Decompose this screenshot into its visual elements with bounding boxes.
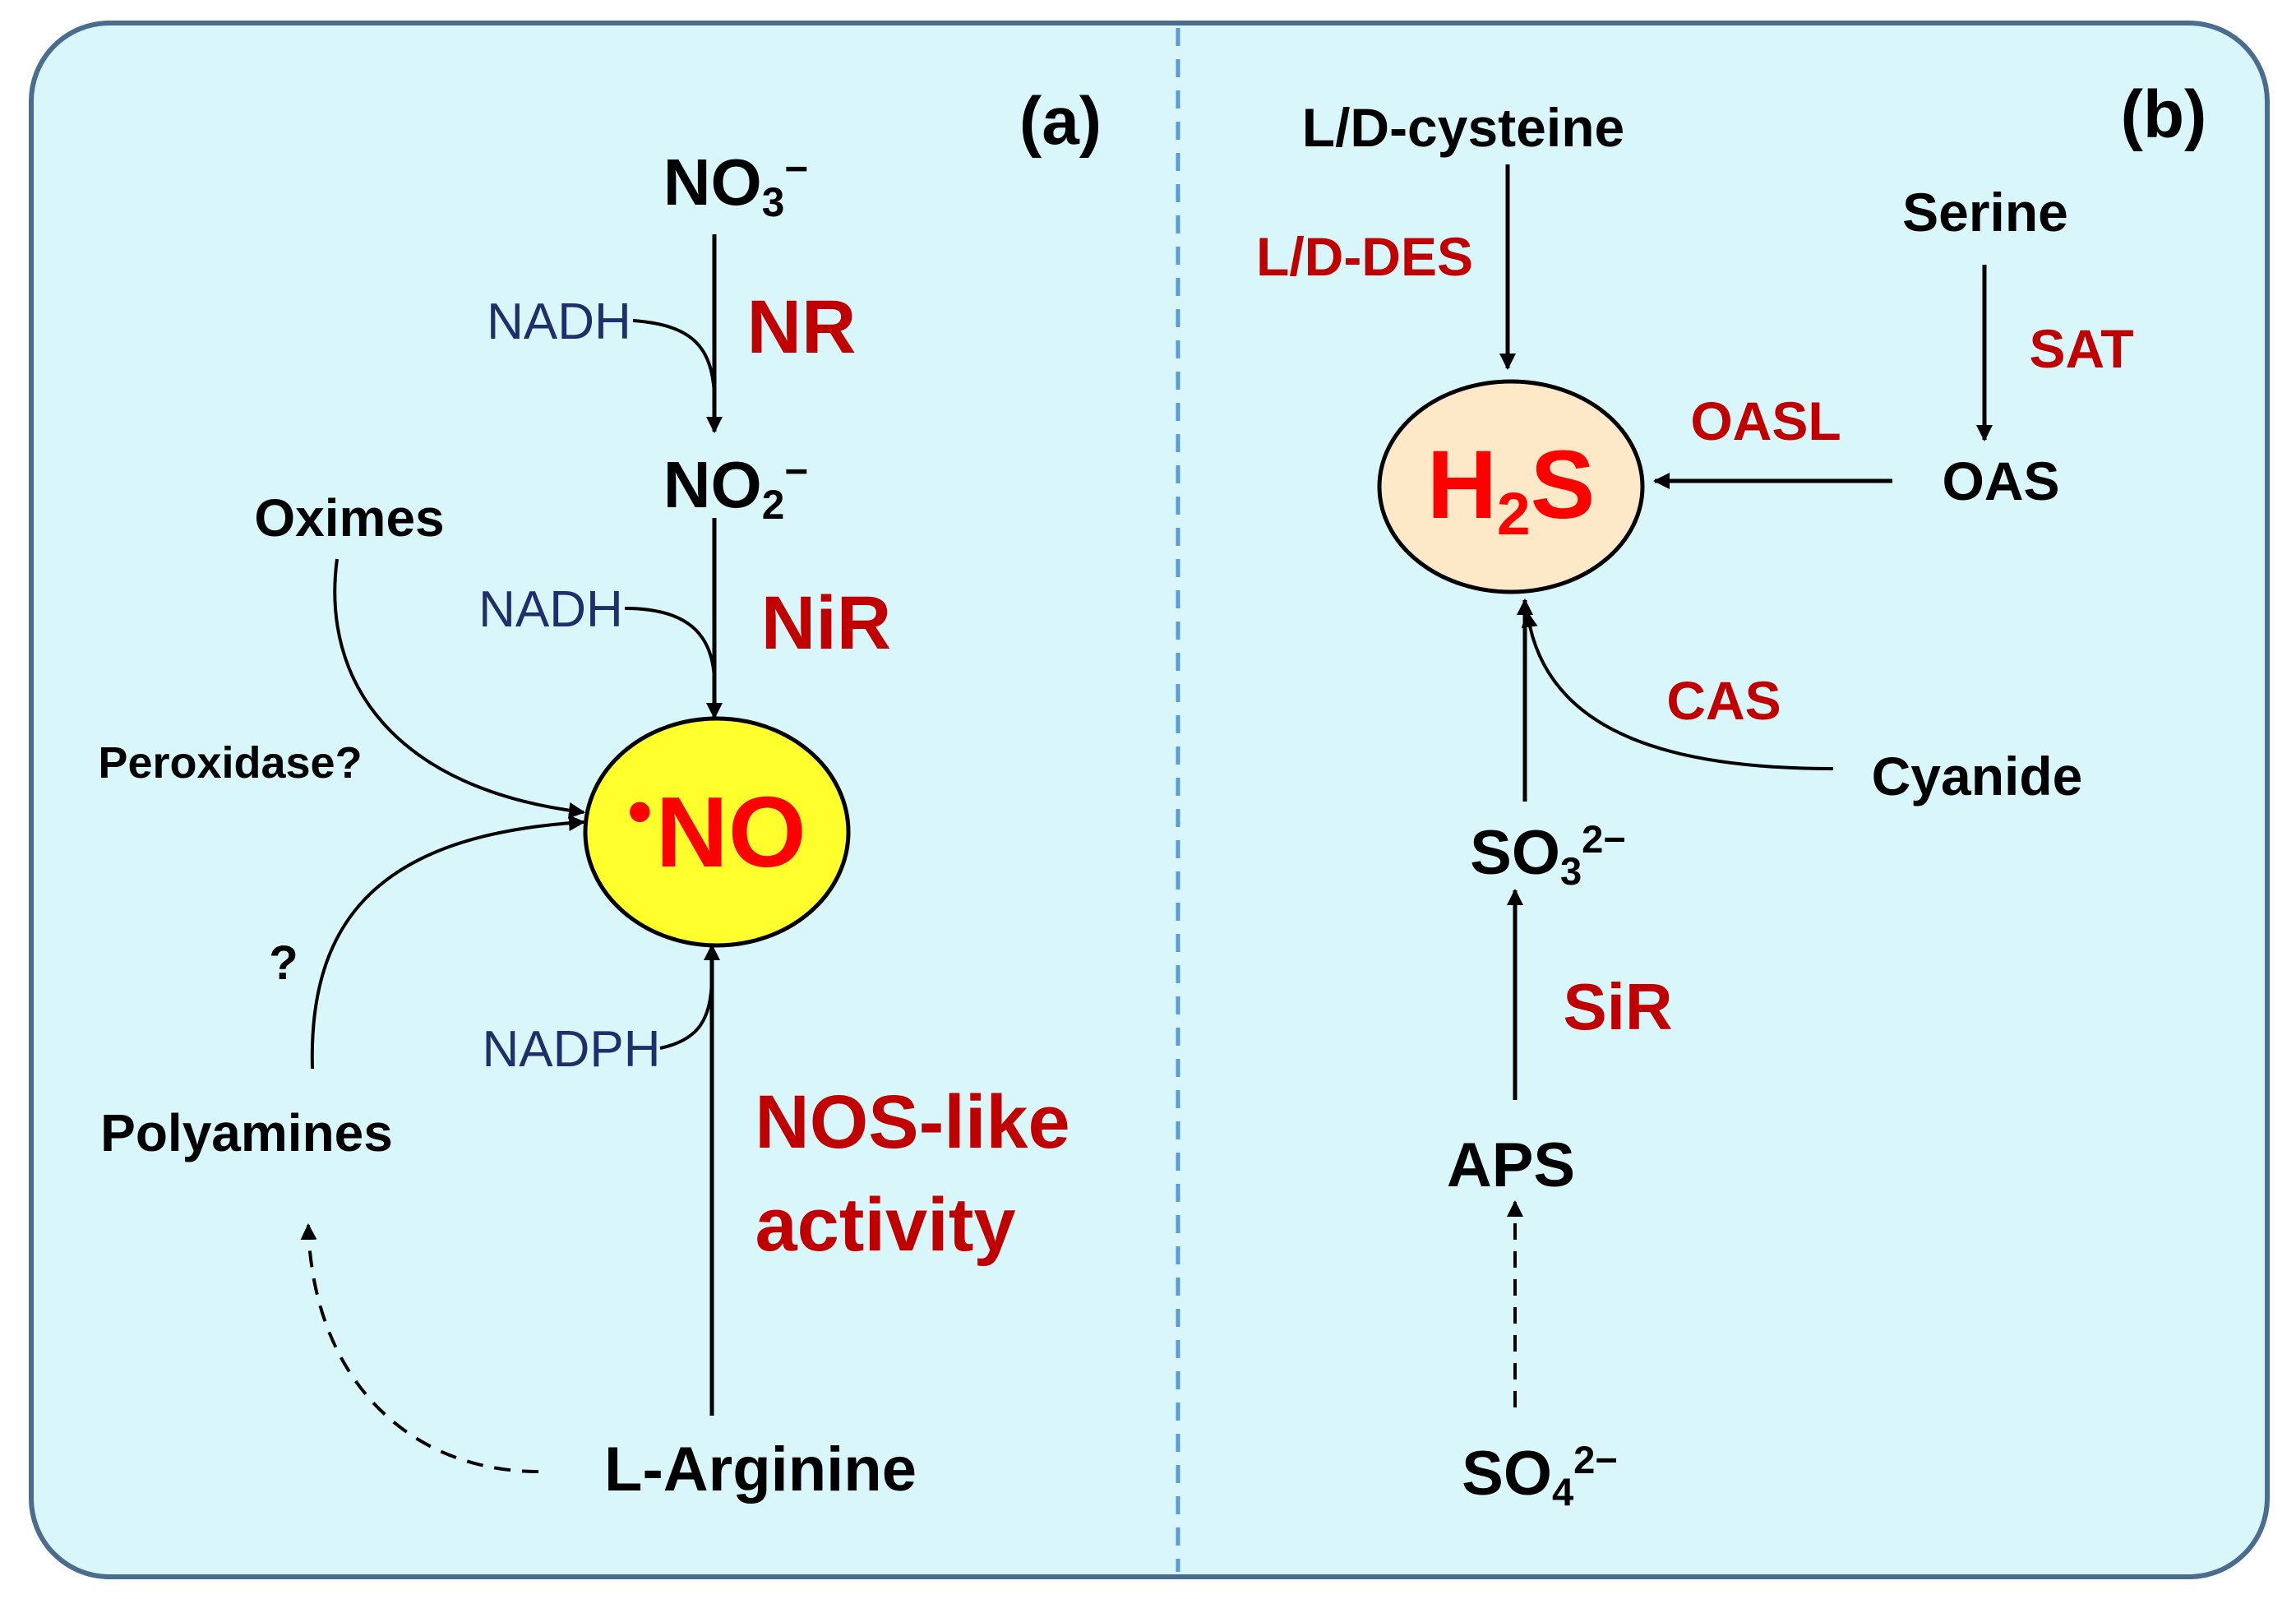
hydrogen-sulfide-label: H2S <box>1426 431 1596 548</box>
panel-background <box>29 21 2270 1579</box>
oas-label: OAS <box>1942 451 2060 511</box>
peroxidase-label: Peroxidase? <box>98 738 363 788</box>
sat-enzyme-label: SAT <box>2029 318 2134 379</box>
nadh-cofactor-1: NADH <box>487 293 631 350</box>
aps-label: APS <box>1446 1130 1576 1200</box>
l-arginine-label: L-Arginine <box>604 1435 917 1504</box>
nitrate-label: NO3− <box>663 145 809 225</box>
no-ellipse <box>583 716 851 948</box>
arrow-nadph-to-nos <box>659 977 714 1050</box>
arrow-nadh-to-nir <box>624 607 716 679</box>
nadph-cofactor: NADPH <box>482 1021 661 1078</box>
nos-like-activity-label-line2: activity <box>755 1183 1016 1267</box>
nos-like-activity-label: NOS-like <box>755 1080 1070 1164</box>
oximes-label: Oximes <box>254 488 445 548</box>
nitrite-label: NO2− <box>663 447 809 528</box>
unknown-pathway-mark: ? <box>269 936 298 990</box>
sulfate-label: SO42− <box>1462 1438 1618 1514</box>
des-enzyme-label: L/D-DES <box>1256 226 1473 287</box>
nadh-cofactor-2: NADH <box>478 581 623 638</box>
arrow-nadh-to-nr <box>632 319 716 395</box>
nr-enzyme-label: NR <box>746 285 857 369</box>
polyamines-label: Polyamines <box>100 1103 393 1162</box>
arrow-polyamines-to-no <box>310 815 585 1070</box>
arrow-cyanide-to-h2s <box>1521 611 1834 770</box>
cysteine-label: L/D-cysteine <box>1301 97 1625 158</box>
nitric-oxide-label: •NO <box>627 772 806 888</box>
serine-label: Serine <box>1902 182 2068 243</box>
arrow-oximes-to-no <box>333 558 585 819</box>
arrow-arginine-to-polyamines <box>300 1223 539 1473</box>
cas-enzyme-label: CAS <box>1666 670 1781 731</box>
sulfite-label: SO32− <box>1470 817 1626 894</box>
cyanide-label: Cyanide <box>1871 746 2083 806</box>
sir-enzyme-label: SiR <box>1563 970 1673 1043</box>
panel-a-tag: (a) <box>1019 84 1102 159</box>
nir-enzyme-label: NiR <box>760 581 892 665</box>
panel-b-tag: (b) <box>2120 77 2207 152</box>
h2s-ellipse <box>1377 379 1645 594</box>
oasl-enzyme-label: OASL <box>1690 391 1841 451</box>
